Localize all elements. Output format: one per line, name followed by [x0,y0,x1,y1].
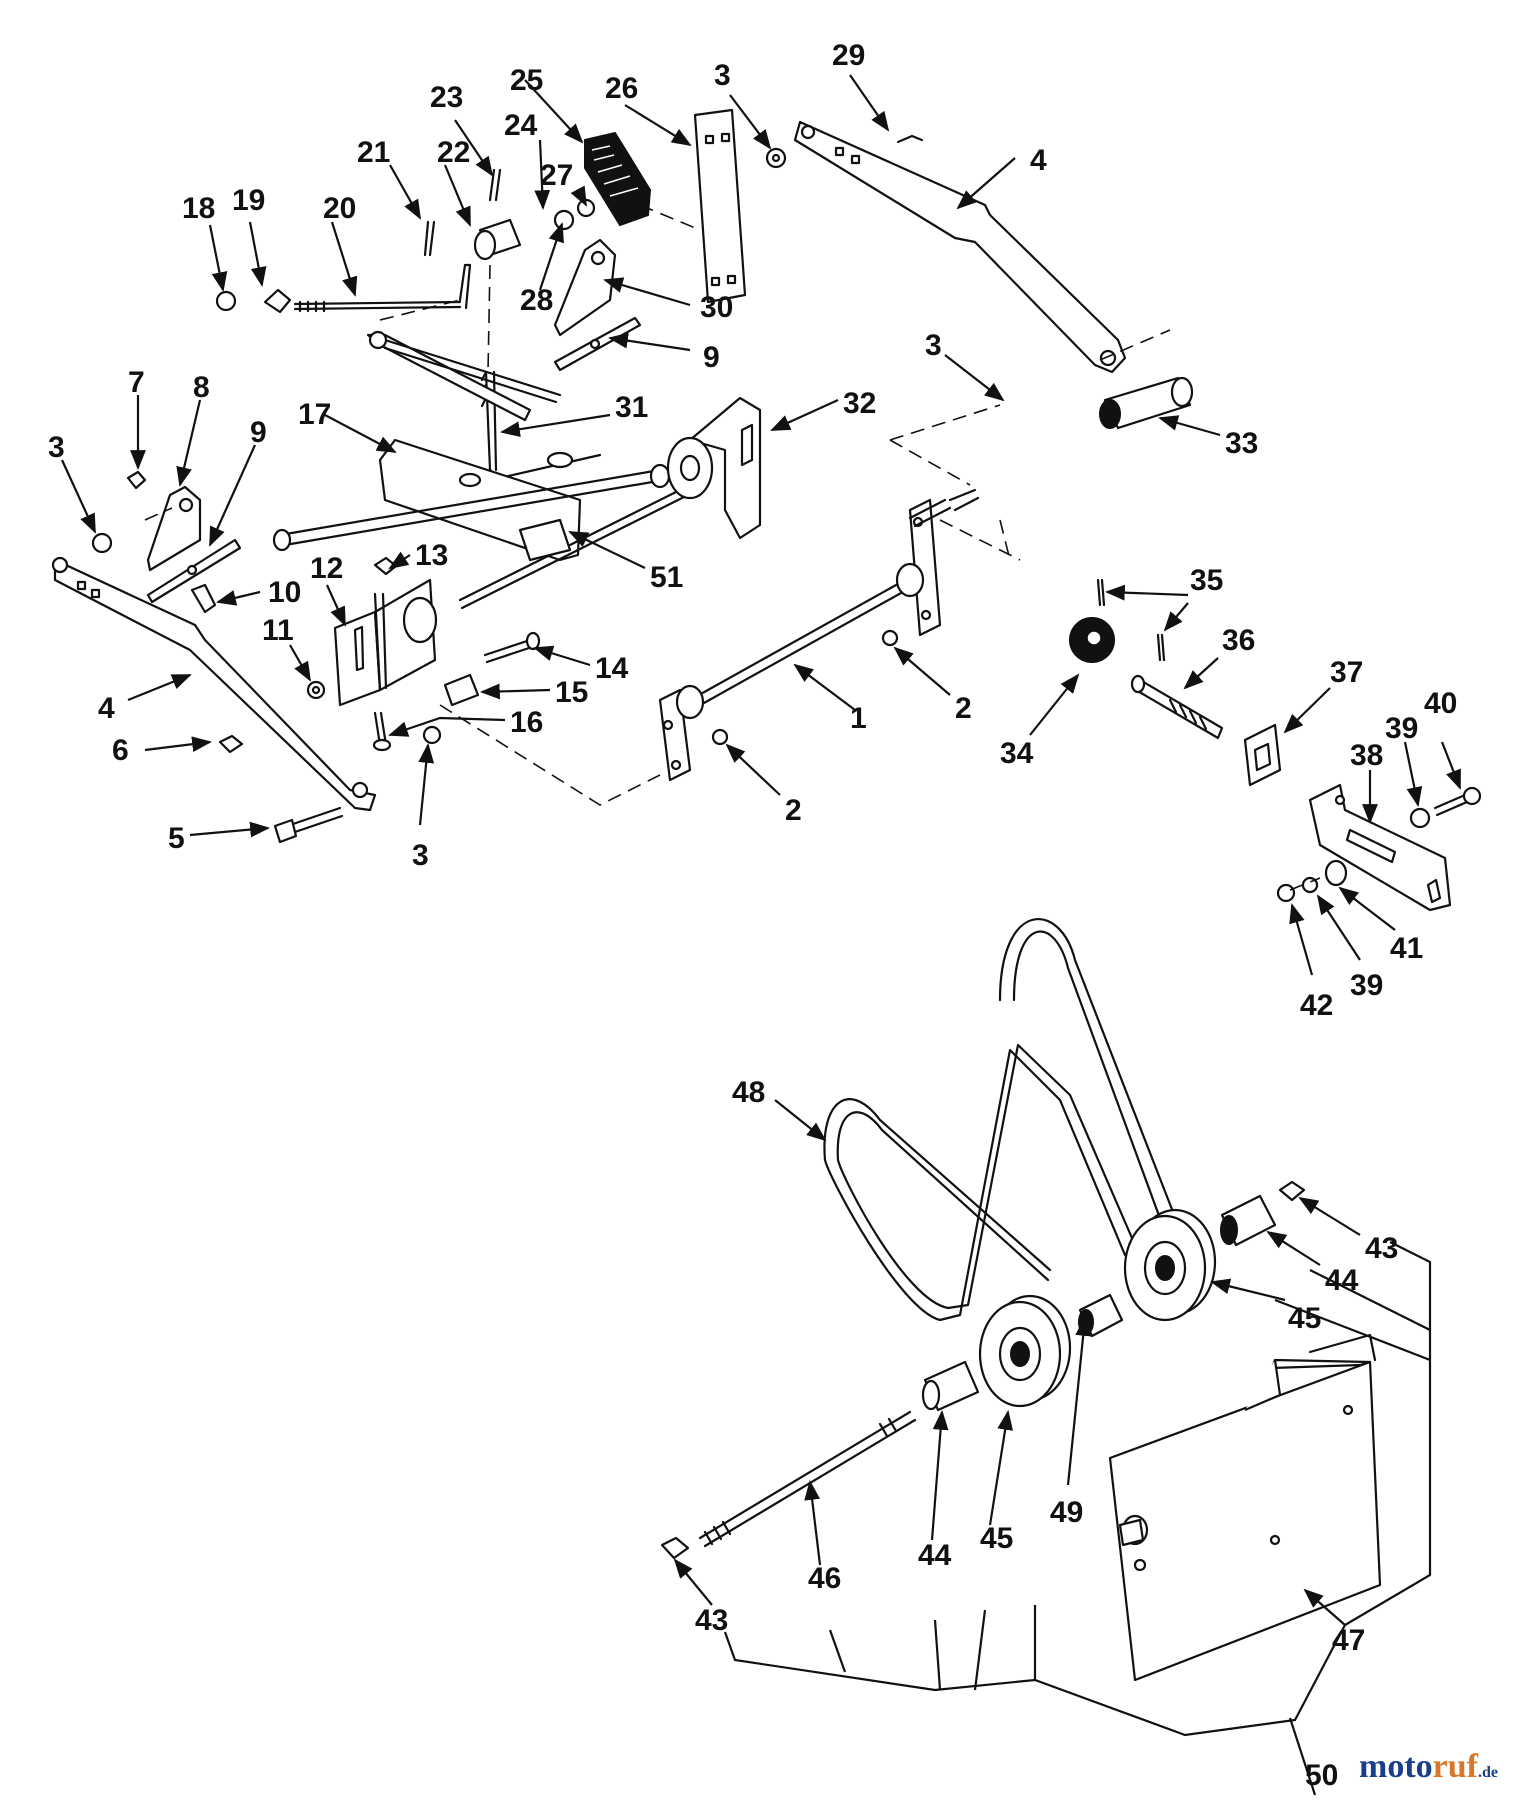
lift-arm-left [51,556,377,812]
alignment-lines [144,204,1321,891]
callout-28: 28 [520,284,553,317]
bracket-32 [666,396,762,540]
callout-39-bottom: 39 [1350,969,1383,1002]
callout-39-top: 39 [1385,712,1418,745]
pulley-lower [978,1294,1072,1408]
parts-artwork [51,108,1482,1682]
callout-10: 10 [268,576,301,609]
callout-38: 38 [1350,739,1383,772]
callout-13: 13 [415,539,448,572]
lift-arm-right [793,120,1127,374]
callout-36: 36 [1222,624,1255,657]
callout-41: 41 [1390,932,1423,965]
callout-48: 48 [732,1076,765,1109]
watermark-part-a: moto [1359,1748,1433,1785]
callout-43-left: 43 [695,1604,728,1637]
callout-46: 46 [808,1562,841,1595]
callout-49: 49 [1050,1496,1083,1529]
watermark-logo: motoruf.de [1359,1748,1498,1786]
callout-23: 23 [430,81,463,114]
callout-47: 47 [1332,1624,1365,1657]
callout-11: 11 [262,614,294,647]
watermark-part-c: .de [1478,1764,1498,1781]
callout-3-top: 3 [714,59,731,92]
callout-4-top: 4 [1030,144,1047,177]
control-rod [293,263,472,313]
rubber-pad [584,131,652,227]
pivot-bracket-upper [553,238,642,372]
main-shaft [658,488,980,782]
callout-26: 26 [605,72,638,105]
callout-33: 33 [1225,427,1258,460]
callout-3-bottom: 3 [412,839,429,872]
callout-15: 15 [555,676,588,709]
callout-51: 51 [650,561,683,594]
callout-5: 5 [168,822,185,855]
axle-upper [272,330,694,610]
watermark-part-b: ruf [1432,1748,1478,1785]
callout-25: 25 [510,64,543,97]
callout-7: 7 [128,366,145,399]
callout-40: 40 [1424,687,1457,720]
callout-43-right: 43 [1365,1232,1398,1265]
callout-45-left: 45 [980,1522,1013,1555]
callout-9-top: 9 [703,341,720,374]
callout-3-mid: 3 [925,329,942,362]
callout-18: 18 [182,192,215,225]
callout-20: 20 [323,192,356,225]
callout-14: 14 [595,652,629,685]
callout-44-left: 44 [918,1539,952,1572]
bracket-12 [333,556,438,707]
callout-4-left: 4 [98,692,115,725]
callout-21: 21 [357,136,390,169]
callout-27: 27 [540,159,573,192]
callout-37: 37 [1330,656,1363,689]
drive-belt [823,918,1182,1322]
callout-50: 50 [1305,1759,1338,1792]
callout-42: 42 [1300,989,1333,1022]
assembly-brace [723,1241,1432,1796]
callout-8: 8 [193,371,210,404]
callout-9-left: 9 [250,416,267,449]
callout-16: 16 [510,706,543,739]
callout-34: 34 [1000,737,1034,770]
leader-arrows [61,74,1462,1626]
callout-6: 6 [112,734,129,767]
callout-29: 29 [832,39,865,72]
callout-22: 22 [437,136,470,169]
callouts: 18 19 20 21 22 23 24 25 26 27 28 3 29 4 … [48,39,1457,1792]
callout-31: 31 [615,391,648,424]
roller-33 [1099,376,1194,430]
callout-24: 24 [504,109,538,142]
pulley-upper [1123,1208,1217,1322]
callout-30: 30 [700,291,733,324]
callout-17: 17 [298,398,331,431]
callout-32: 32 [843,387,876,420]
callout-1: 1 [850,702,867,735]
callout-44-right: 44 [1325,1264,1359,1297]
callout-12: 12 [310,552,343,585]
callout-35: 35 [1190,564,1223,597]
mounting-plate [693,108,747,304]
callout-2-right: 2 [955,692,972,725]
pivot-bracket-lower [146,485,242,604]
callout-2-bottom: 2 [785,794,802,827]
callout-19: 19 [232,184,265,217]
sprocket-assembly [1069,578,1224,740]
bracket-38 [1276,783,1482,912]
callout-3-left: 3 [48,431,65,464]
callout-45-right: 45 [1288,1302,1321,1335]
